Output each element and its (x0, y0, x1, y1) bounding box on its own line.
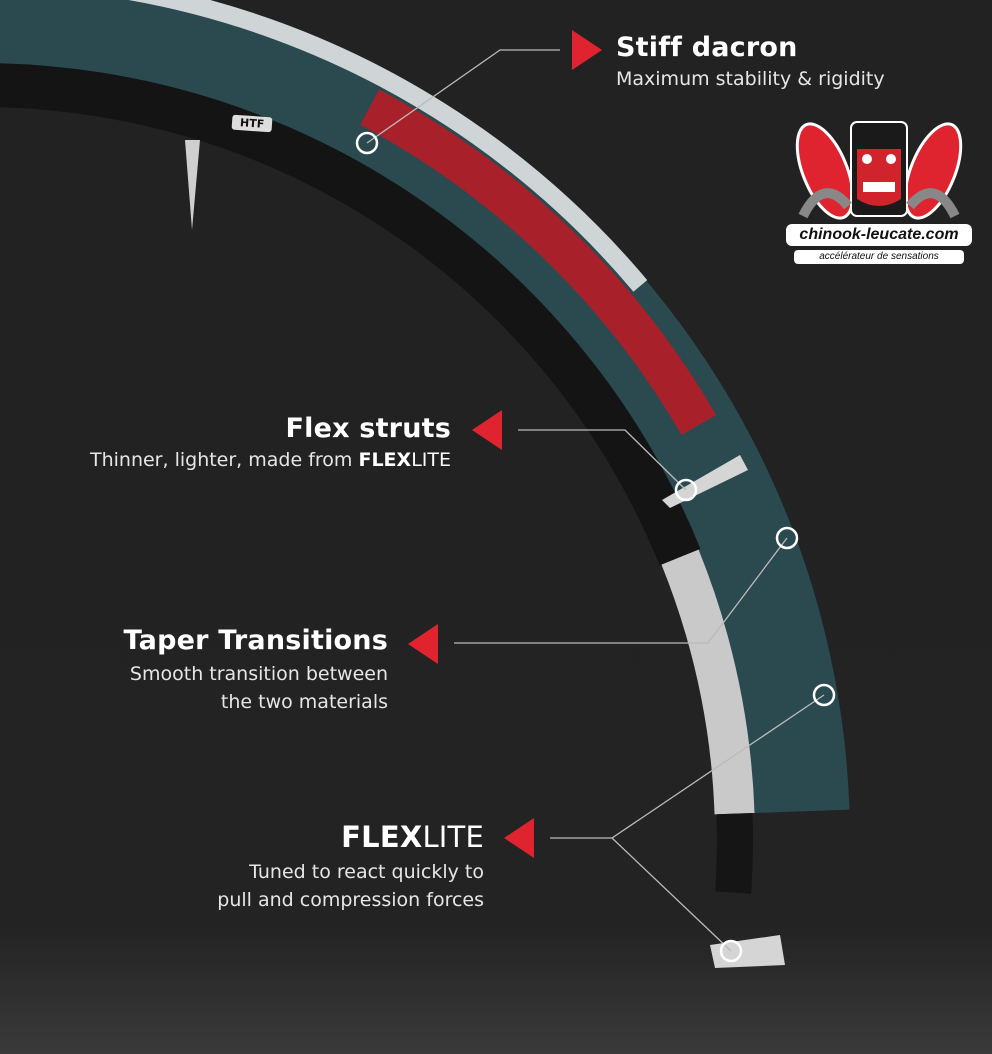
callout-dot-icon (775, 526, 799, 550)
callout-title: Stiff dacron (616, 32, 798, 63)
callout-dot-icon (812, 683, 836, 707)
strut-fin (185, 140, 200, 230)
pointer-triangle-icon (472, 410, 502, 450)
callout-title: Taper Transitions (123, 625, 388, 656)
callout-line (518, 429, 687, 491)
pointer-triangle-icon (408, 624, 438, 664)
leading-edge-tube-flexlite (661, 549, 755, 815)
callout-subtitle-line1: Smooth transition between (129, 663, 388, 685)
callout-flex-struts: Flex struts Thinner, lighter, made from … (90, 413, 451, 474)
callout-line (611, 837, 732, 952)
subtitle-bold: FLEX (358, 449, 412, 471)
subtitle-text: Thinner, lighter, made from (89, 449, 359, 471)
callout-title: FLEXLITE (217, 820, 484, 854)
callout-subtitle-line2: pull and compression forces (217, 889, 484, 911)
callout-line (366, 49, 560, 144)
callout-subtitle-line1: Tuned to react quickly to (249, 861, 484, 883)
tiki-surfboards-icon (795, 121, 963, 220)
leading-edge-tube-tip (715, 813, 753, 894)
leading-edge-tube-dacron (0, 63, 701, 566)
callout-flexlite: FLEXLITE Tuned to react quickly to pull … (217, 820, 484, 914)
subtitle-suffix: LITE (411, 449, 451, 471)
callout-subtitle: Thinner, lighter, made from FLEXLITE (90, 446, 451, 474)
logo-tagline: accélérateur de sensations (794, 250, 964, 264)
flex-strut (662, 455, 748, 508)
chinook-leucate-logo: chinook-leucate.com accélérateur de sens… (786, 116, 972, 276)
callout-dot-icon (674, 478, 698, 502)
kite-canopy (0, 0, 850, 814)
callout-title: Flex struts (285, 413, 451, 444)
callout-subtitle-line2: the two materials (220, 691, 388, 713)
callout-taper-transitions: Taper Transitions Smooth transition betw… (124, 625, 388, 716)
callout-stiff-dacron: Stiff dacron Maximum stability & rigidit… (616, 32, 885, 93)
pointer-triangle-icon (504, 818, 534, 858)
logo-name: chinook-leucate.com (786, 224, 972, 246)
pointer-triangle-icon (572, 30, 602, 70)
canopy-trailing-edge (127, 0, 648, 292)
callout-subtitle: Maximum stability & rigidity (616, 68, 885, 90)
title-thin: LITE (422, 820, 484, 854)
title-bold: FLEX (341, 820, 423, 854)
callout-line (454, 537, 788, 644)
canopy-red-panel (360, 89, 717, 436)
callout-dot-icon (719, 939, 743, 963)
htf-badge: HTF (231, 114, 273, 133)
callout-dot-icon (355, 131, 379, 155)
